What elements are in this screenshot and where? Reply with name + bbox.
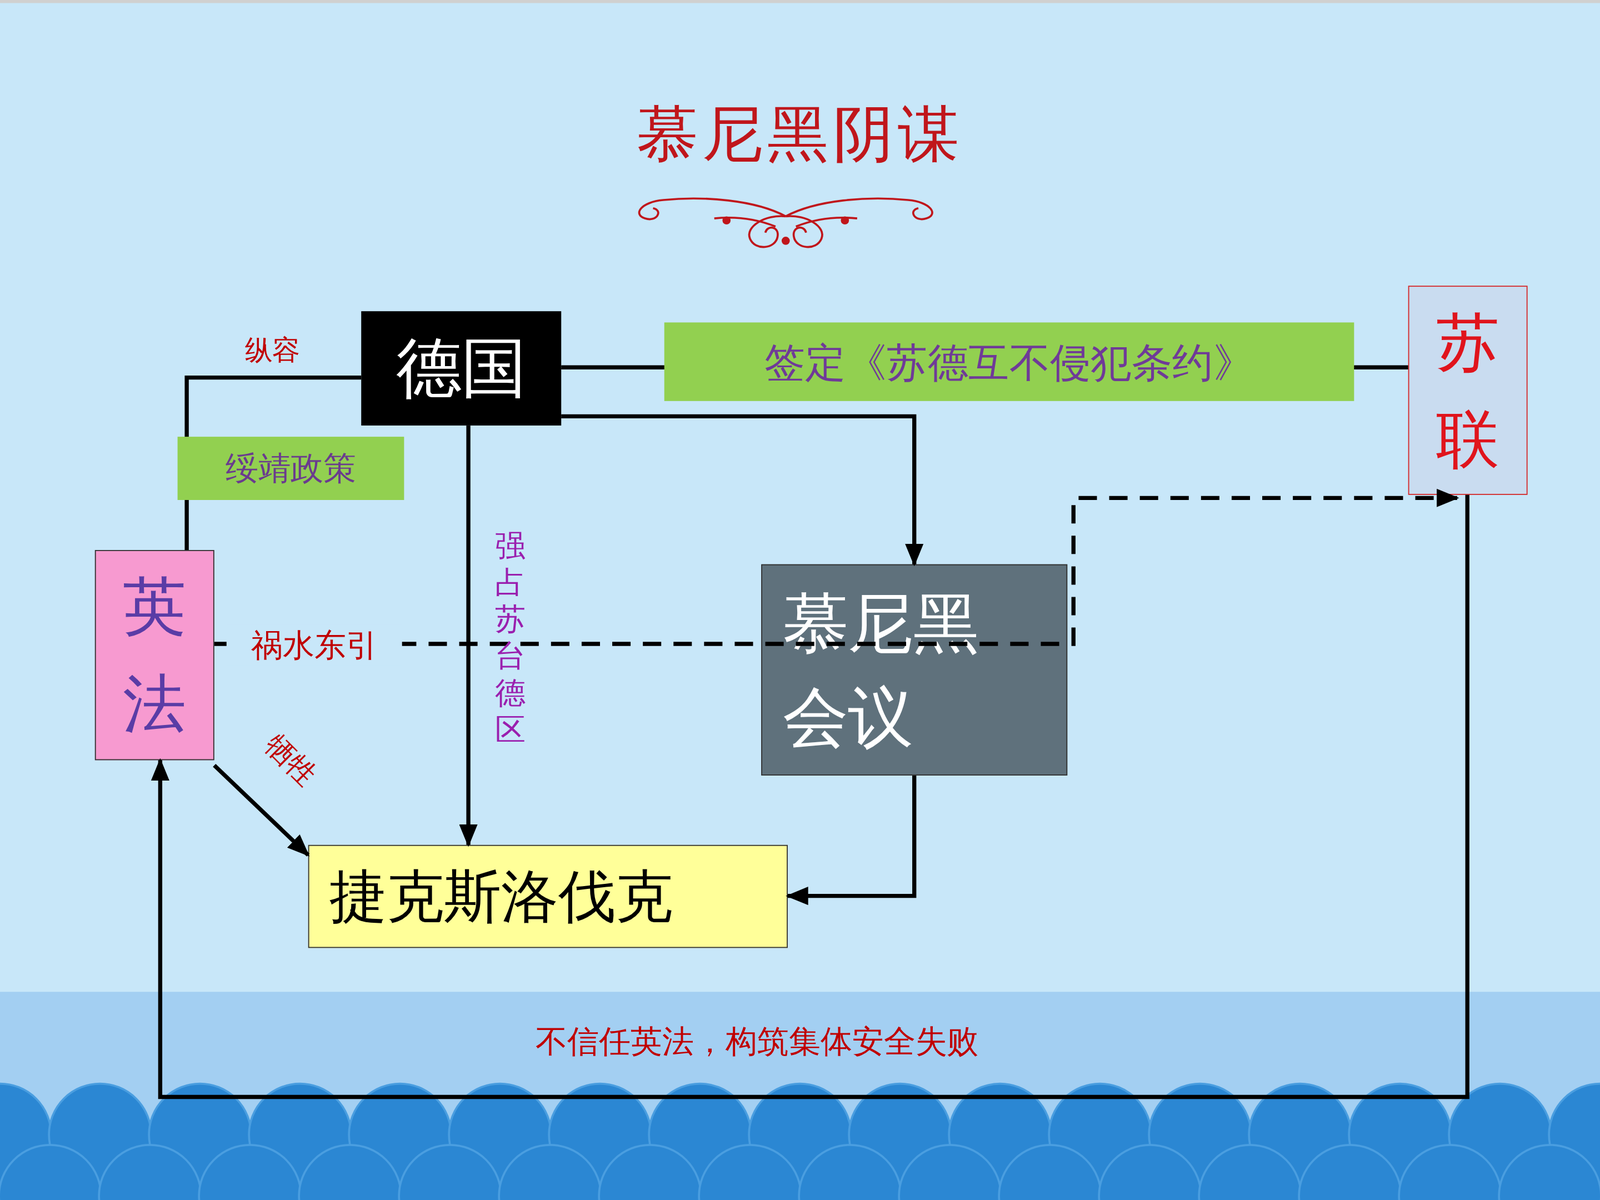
- edge-label-text: 签定《苏德互不侵犯条约》: [764, 337, 1255, 387]
- edge-label-text: 纵容: [245, 333, 300, 367]
- waves-front: [0, 1145, 1600, 1200]
- country-box: 捷克斯洛伐克: [308, 845, 788, 949]
- edge-label: 不信任英法，构筑集体安全失败: [408, 1018, 1107, 1064]
- top-rule: [0, 0, 1600, 4]
- connector: [466, 425, 470, 845]
- country-box: 苏联: [1408, 285, 1528, 495]
- edge-label-text: 祸水东引: [251, 626, 378, 664]
- node-label: 慕尼黑会议: [782, 576, 1008, 764]
- node-label: 苏联: [1432, 293, 1504, 488]
- note-label-text: 绥靖政策: [225, 448, 357, 488]
- connector: [561, 416, 915, 564]
- edge-label: 祸水东引: [226, 624, 403, 665]
- edge-label: 纵容: [226, 328, 319, 372]
- connector: [787, 775, 915, 897]
- note-label: 绥靖政策: [177, 436, 405, 500]
- edge-label: 强占苏台德区: [491, 515, 529, 761]
- node-label: 德国: [396, 327, 527, 410]
- node-label: 英法: [118, 558, 191, 753]
- country-box: 英法: [95, 550, 215, 760]
- edge-label-text: 强占苏台德区: [491, 527, 529, 749]
- connector: [160, 495, 1468, 1098]
- title-text: 慕尼黑阴谋: [0, 93, 1600, 177]
- node-label: 捷克斯洛伐克: [329, 860, 673, 933]
- title-flourish: [639, 198, 933, 247]
- event-box: 慕尼黑会议: [761, 564, 1068, 776]
- country-box: 德国: [361, 311, 562, 426]
- edge-label: 签定《苏德互不侵犯条约》: [664, 322, 1355, 401]
- edge-label-text: 不信任英法，构筑集体安全失败: [535, 1021, 979, 1060]
